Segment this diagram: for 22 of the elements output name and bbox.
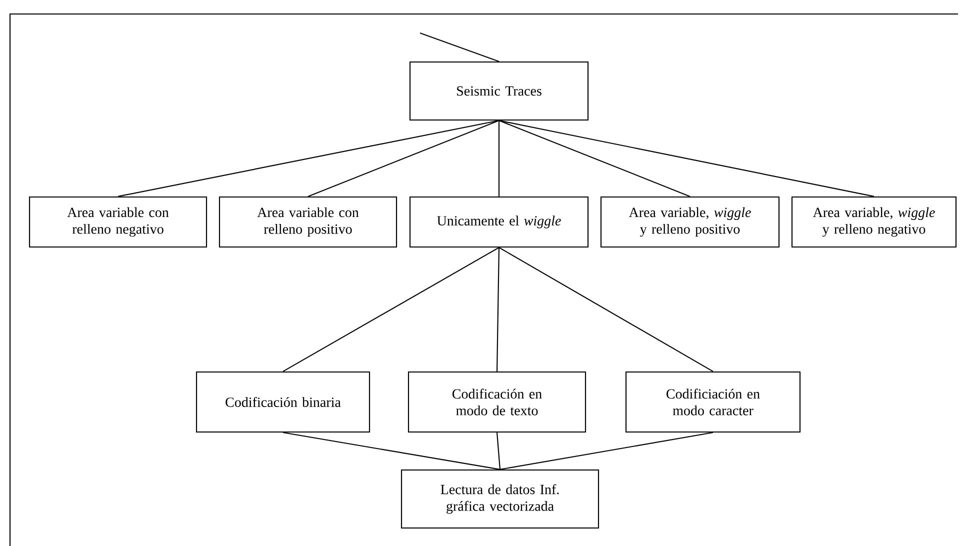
text-box: Codificiación en modo caracter bbox=[625, 371, 801, 433]
connector-line bbox=[282, 432, 500, 470]
text-box: Unicamente el wiggle bbox=[409, 196, 589, 248]
text-box: Codificación binaria bbox=[196, 371, 370, 433]
text-box: Area variable, wiggle y relleno positivo bbox=[600, 196, 780, 248]
connector-line bbox=[496, 248, 500, 372]
connector-line bbox=[498, 247, 714, 372]
text-box: Codificación en modo de texto bbox=[408, 371, 586, 433]
text-box: Area variable con relleno negativo bbox=[28, 196, 208, 248]
connector-line bbox=[308, 120, 500, 197]
connector-line bbox=[500, 432, 714, 470]
connector-line bbox=[282, 247, 500, 372]
text-box: Lectura de datos Inf. gráfica vectorizada bbox=[400, 469, 600, 529]
connector-line bbox=[118, 120, 500, 197]
connector-line bbox=[498, 120, 874, 197]
connector-line bbox=[498, 120, 690, 197]
text-box: Area variable con relleno positivo bbox=[218, 196, 398, 248]
text-box: Seismic Traces bbox=[409, 61, 589, 121]
connector-line bbox=[420, 32, 500, 62]
text-box: Area variable, wiggle y relleno negativo bbox=[791, 196, 957, 248]
connector-line bbox=[496, 432, 501, 470]
connector-line bbox=[498, 120, 500, 196]
